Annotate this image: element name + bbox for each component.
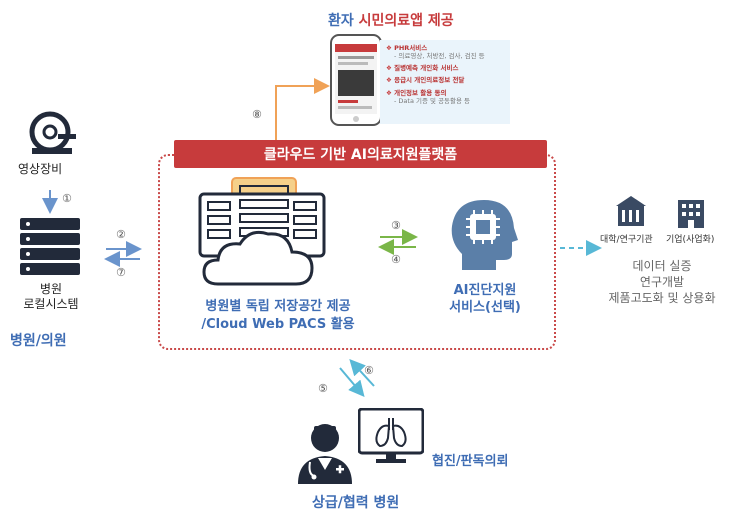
phr-item: ❖ 응급시 개인의료정보 전달 (386, 76, 465, 85)
consult-label: 협진/판독의뢰 (432, 454, 509, 469)
university-label: 대학/연구기관 (600, 235, 653, 245)
step-1: ① (62, 192, 72, 205)
ai-head-icon (451, 200, 518, 270)
cloud-server-icon (198, 177, 326, 286)
storage-caption: 병원별 독립 저장공간 제공 /Cloud Web PACS 활용 (168, 298, 388, 334)
storage-caption-line1: 병원별 독립 저장공간 제공 (205, 299, 351, 314)
phr-item: ❖ 개인정보 활용 동의- Data 기증 및 공동활용 등 (386, 88, 471, 105)
hospital-group-label: 병원/의원 (10, 333, 67, 349)
referral-group-label: 상급/협력 병원 (312, 495, 400, 511)
doctor-icon (298, 424, 352, 484)
step-2: ② (116, 228, 126, 241)
university-building-icon (616, 196, 646, 226)
company-label: 기업(사업화) (666, 235, 715, 245)
arrow-to-phone (275, 78, 330, 140)
step-8: ⑧ (252, 108, 262, 121)
local-server-icon (20, 218, 80, 275)
phr-service-list: ❖ PHR서비스- 의료영상, 처방전, 검사, 검진 등 ❖ 질병예측 개인화… (386, 44, 510, 109)
step-4: ④ (391, 253, 401, 266)
step-3: ③ (391, 219, 401, 232)
research-desc-line2: 연구개발 (639, 275, 685, 289)
phr-item: ❖ 질병예측 개인화 서비스 (386, 64, 459, 73)
equipment-label: 영상장비 (18, 162, 63, 176)
ai-caption: AI진단지원 서비스(선택) (430, 282, 540, 316)
local-system-line2: 로컬시스템 (23, 297, 79, 311)
local-system-line1: 병원 (39, 282, 63, 296)
arrow-referral-to-platform (349, 359, 375, 387)
ai-caption-line2: 서비스(선택) (449, 300, 521, 315)
platform-banner: 클라우드 기반 AI의료지원플랫폼 (174, 140, 547, 168)
local-system-label: 병원 로컬시스템 (20, 282, 82, 312)
patient-title: 환자 시민의료앱 제공 (328, 10, 454, 30)
research-desc-line3: 제품고도화 및 상용화 (608, 291, 716, 305)
storage-caption-line2: /Cloud Web PACS 활용 (201, 317, 355, 332)
ai-caption-line1: AI진단지원 (453, 283, 517, 298)
arrow-platform-to-referral (339, 367, 365, 398)
phr-service-panel (380, 40, 510, 124)
company-building-icon (678, 200, 704, 228)
step-5: ⑤ (318, 382, 328, 395)
lung-monitor-icon (358, 408, 424, 463)
step-6: ⑥ (364, 364, 374, 377)
smartphone-icon (330, 34, 382, 126)
research-description: 데이터 실증 연구개발 제품고도화 및 상용화 (592, 258, 732, 306)
research-desc-line1: 데이터 실증 (632, 259, 692, 273)
imaging-equipment-icon (29, 111, 76, 154)
patient-title-prefix: 환자 (328, 13, 354, 29)
phr-item: ❖ PHR서비스- 의료영상, 처방전, 검사, 검진 등 (386, 44, 485, 61)
patient-title-rest: 시민의료앱 제공 (358, 13, 454, 29)
step-7: ⑦ (116, 266, 126, 279)
